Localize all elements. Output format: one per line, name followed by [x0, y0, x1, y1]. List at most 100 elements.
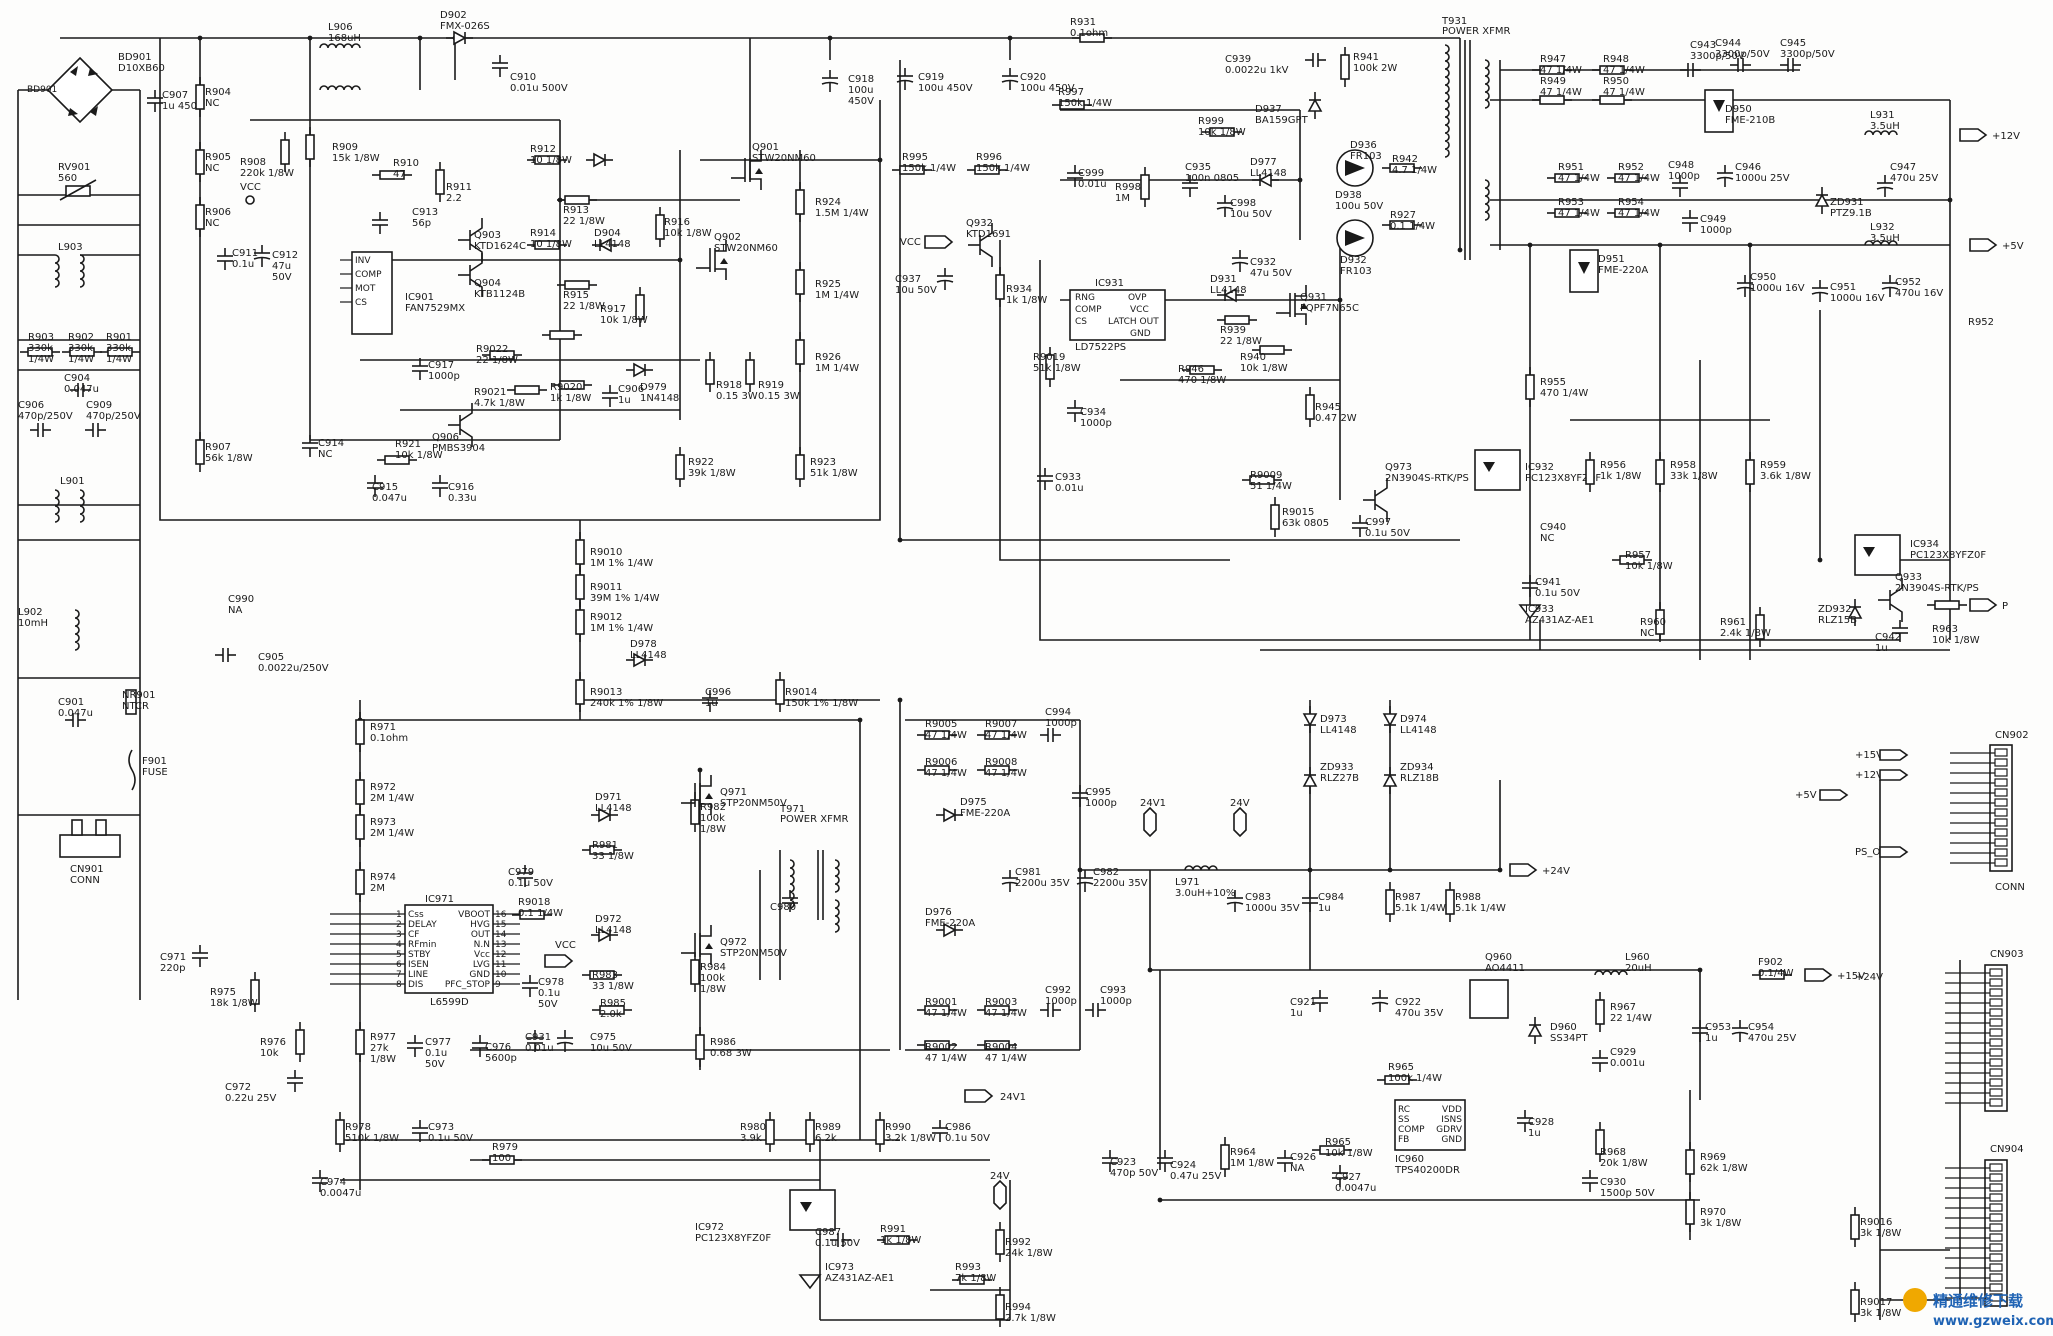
r9007-label-1: 47 1/4W [985, 730, 1027, 741]
r981-label-1: 33 1/8W [592, 851, 634, 862]
c994-label-0: C994 [1045, 707, 1071, 718]
q906-label-1: PMBS3904 [432, 443, 485, 454]
c939-label-0: C939 [1225, 54, 1251, 65]
ic972-label-1: PC123X8YFZ0F [695, 1233, 771, 1244]
r9019-label-1: 51k 1/8W [1033, 363, 1081, 374]
junction-dot [1817, 557, 1823, 563]
cn901-label-0: CN901 [70, 864, 104, 875]
wiring-skeleton [17, 37, 1951, 1321]
r956-label-0: R956 [1600, 460, 1626, 471]
r964-label-0: R964 [1230, 1147, 1256, 1158]
d937-label-0: D937 [1255, 104, 1282, 115]
r951-label-0: R951 [1558, 162, 1584, 173]
ic901-pin-left-0: INV [355, 256, 371, 266]
r942-label-0: R942 [1392, 154, 1418, 165]
r924-label-0: R924 [815, 197, 841, 208]
t931-label-1: POWER XFMR [1442, 26, 1510, 37]
r947-label-1: 47 1/4W [1540, 65, 1582, 76]
c926-label-0: C926 [1290, 1152, 1316, 1163]
cn902-ref: CN902 [1995, 730, 2029, 741]
c996-label-1: 1u [705, 698, 718, 709]
q931-label-0: Q931 [1300, 292, 1327, 303]
c933-label-0: C933 [1055, 472, 1081, 483]
c953-label-1: 1u [1705, 1033, 1718, 1044]
d938-label-1: 100u 50V [1335, 201, 1383, 212]
d951-label-1: FME-220A [1598, 265, 1648, 276]
r9008-label-0: R9008 [985, 757, 1017, 768]
r968-label-0: R968 [1600, 1147, 1626, 1158]
r990-label-0: R990 [885, 1122, 911, 1133]
r961-label-1: 2.4k 1/8W [1720, 628, 1771, 639]
ic973-label-1: AZ431AZ-AE1 [825, 1273, 894, 1284]
c977-label-1: 0.1u [425, 1048, 447, 1059]
ic931-pin-gnd: GND [1130, 329, 1151, 339]
ic971-num-r-4: 12 [495, 950, 506, 960]
r952-ref: R952 [1968, 317, 1994, 328]
c923-label-0: C923 [1110, 1157, 1136, 1168]
r953-label-1: 47 1/4W [1558, 208, 1600, 219]
c974-label-1: 0.0047u [320, 1188, 361, 1199]
r967-label-1: 22 1/4W [1610, 1013, 1652, 1024]
r957-label-0: R957 [1625, 550, 1651, 561]
r948-label-0: R948 [1603, 54, 1629, 65]
l901-common-mode-choke: L901 [54, 476, 85, 523]
l971-label-1: 3.0uH+10% [1175, 888, 1235, 899]
r998-label-0: R998 [1115, 182, 1141, 193]
d971-label-1: LL4148 [595, 803, 632, 814]
r970-label-1: 3k 1/8W [1700, 1218, 1741, 1229]
ic960-label-1: TPS40200DR [1394, 1165, 1460, 1176]
r978-label-1: 510k 1/8W [345, 1133, 399, 1144]
zd933-label-1: RLZ27B [1320, 773, 1359, 784]
r964-label-1: 1M 1/8W [1230, 1158, 1274, 1169]
r905-label-0: R905 [205, 152, 231, 163]
ic931-pin-rng: RNG [1075, 293, 1095, 303]
c923-label-1: 470p 50V [1110, 1168, 1158, 1179]
d904-label-0: D904 [594, 228, 621, 239]
r925-label-0: R925 [815, 279, 841, 290]
c904-label-0: C904 [64, 373, 90, 384]
wire [999, 240, 1230, 561]
ic971-pin-l-5: ISEN [408, 960, 429, 970]
ic971-pin-r-1: HVG [470, 920, 490, 930]
testpoint-24v-bottom-text: 24V [990, 1171, 1010, 1182]
c918-label-0: C918 [848, 74, 874, 85]
q972-label-1: STP20NM50V [720, 948, 787, 959]
c990-label-0: C990 [228, 594, 254, 605]
ic933-label-1: AZ431AZ-AE1 [1525, 615, 1594, 626]
r939-label-1: 22 1/8W [1220, 336, 1262, 347]
c942-label-0: C942 [1875, 632, 1901, 643]
c907-label-0: C907 [162, 90, 188, 101]
